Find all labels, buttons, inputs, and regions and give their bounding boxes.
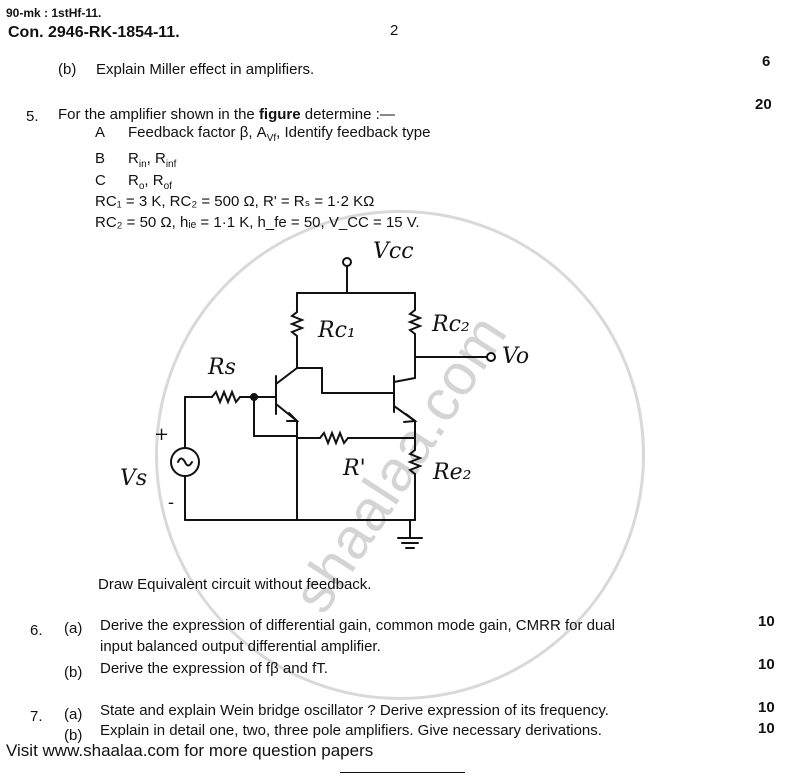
label-rs: Rs [208, 355, 236, 380]
vcc-terminal [342, 257, 352, 267]
q6a-text-line1: Derive the expression of differential ga… [100, 617, 615, 634]
r-prime-resistor [319, 430, 349, 446]
q7b-text: Explain in detail one, two, three pole a… [100, 722, 602, 739]
label-re2: Re₂ [433, 460, 472, 485]
q5-instruction: Draw Equivalent circuit without feedback… [98, 576, 372, 593]
label-vo: Vo [502, 344, 530, 369]
paper-code: Con. 2946-RK-1854-11. [8, 24, 180, 41]
q7a-label: (a) [64, 706, 83, 723]
q6b-text: Derive the expression of fβ and fT. [100, 660, 328, 677]
label-rc1: Rc₁ [318, 318, 356, 343]
q6b-marks: 10 [758, 656, 775, 673]
end-rule [340, 772, 465, 773]
footer-link-text[interactable]: Visit www.shaalaa.com for more question … [6, 741, 374, 760]
re2-resistor [407, 449, 423, 475]
label-vcc: Vcc [373, 239, 414, 264]
q6-number: 6. [30, 622, 43, 639]
label-r-prime: R' [343, 456, 366, 481]
q4b-text: Explain Miller effect in amplifiers. [96, 61, 315, 78]
header-code: 90-mk : 1stHf-11. [6, 6, 102, 20]
q5-marks: 20 [755, 96, 772, 113]
label-plus: + [154, 424, 170, 445]
rs-resistor [211, 389, 241, 405]
rc2-resistor [407, 309, 423, 335]
q5-text: For the amplifier shown in the figure de… [58, 106, 395, 123]
label-vs: Vs [120, 466, 148, 491]
rc1-resistor [289, 311, 305, 337]
q6a-marks: 10 [758, 613, 775, 630]
page-number: 2 [390, 22, 399, 39]
q5-given-line1: RC₁ = 3 K, RC₂ = 500 Ω, R' = Rₛ = 1·2 KΩ [95, 193, 375, 210]
q7b-label: (b) [64, 727, 83, 744]
q5-number: 5. [26, 108, 39, 125]
q6b-label: (b) [64, 664, 83, 681]
q7b-marks: 10 [758, 720, 775, 737]
q7-number: 7. [30, 708, 43, 725]
q6a-label: (a) [64, 620, 83, 637]
watermark-seal [155, 210, 645, 700]
q4b-label: (b) [58, 61, 77, 78]
q6a-text-line2: input balanced output differential ampli… [100, 638, 381, 655]
q5-given-line2: RC₂ = 50 Ω, hᵢₑ = 1·1 K, h_fe = 50, V_CC… [95, 214, 420, 231]
label-rc2: Rc₂ [432, 312, 470, 337]
q4b-marks: 6 [762, 53, 771, 70]
label-minus: - [168, 492, 175, 513]
vo-terminal [486, 352, 496, 362]
q7a-text: State and explain Wein bridge oscillator… [100, 702, 609, 719]
q7a-marks: 10 [758, 699, 775, 716]
